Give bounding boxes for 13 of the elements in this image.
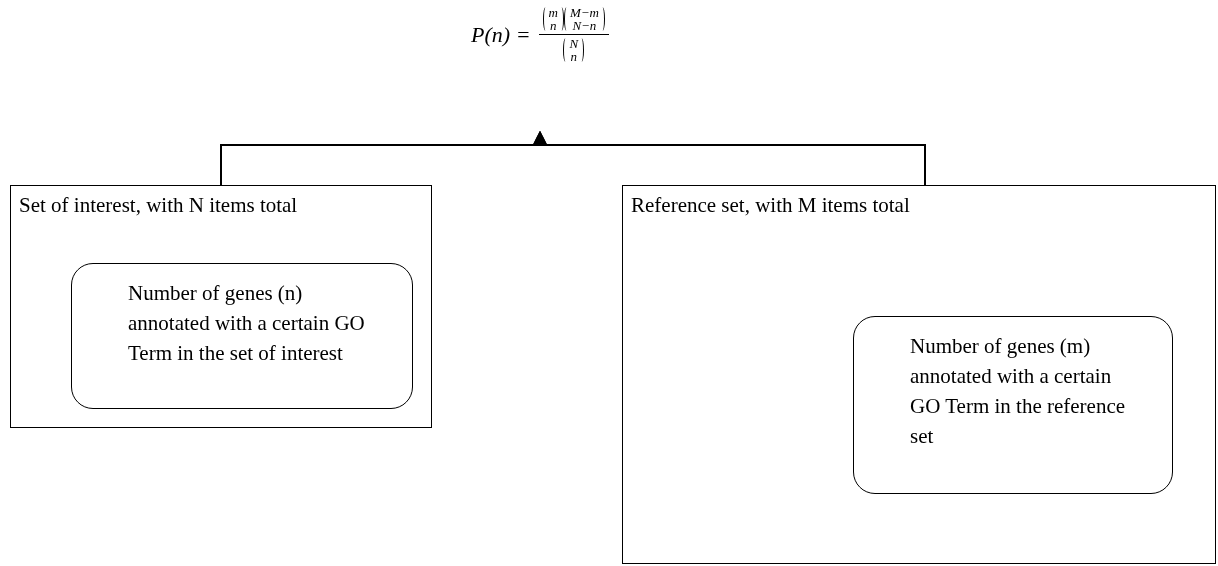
set-box bbox=[622, 185, 1216, 564]
binomial-coefficient: m n bbox=[542, 6, 564, 32]
rounded-box bbox=[71, 263, 413, 409]
binomial-coefficient: N n bbox=[563, 37, 585, 63]
box-text: Set of interest, with N items total bbox=[19, 192, 299, 219]
binomial-coefficient: M−m N−n bbox=[563, 6, 605, 32]
box-text: Number of genes (m) annotated with a certain GO Term in the reference set bbox=[910, 333, 1127, 450]
rounded-box bbox=[853, 316, 1173, 494]
formula: P(n) = m n M−m N−n N n bbox=[471, 6, 609, 63]
connector-arrow bbox=[533, 130, 926, 186]
box-text: Reference set, with M items total bbox=[631, 192, 911, 219]
box-text: Number of genes (n) annotated with a certain GO Term in the set of interest bbox=[128, 280, 366, 367]
set-box bbox=[10, 185, 432, 428]
